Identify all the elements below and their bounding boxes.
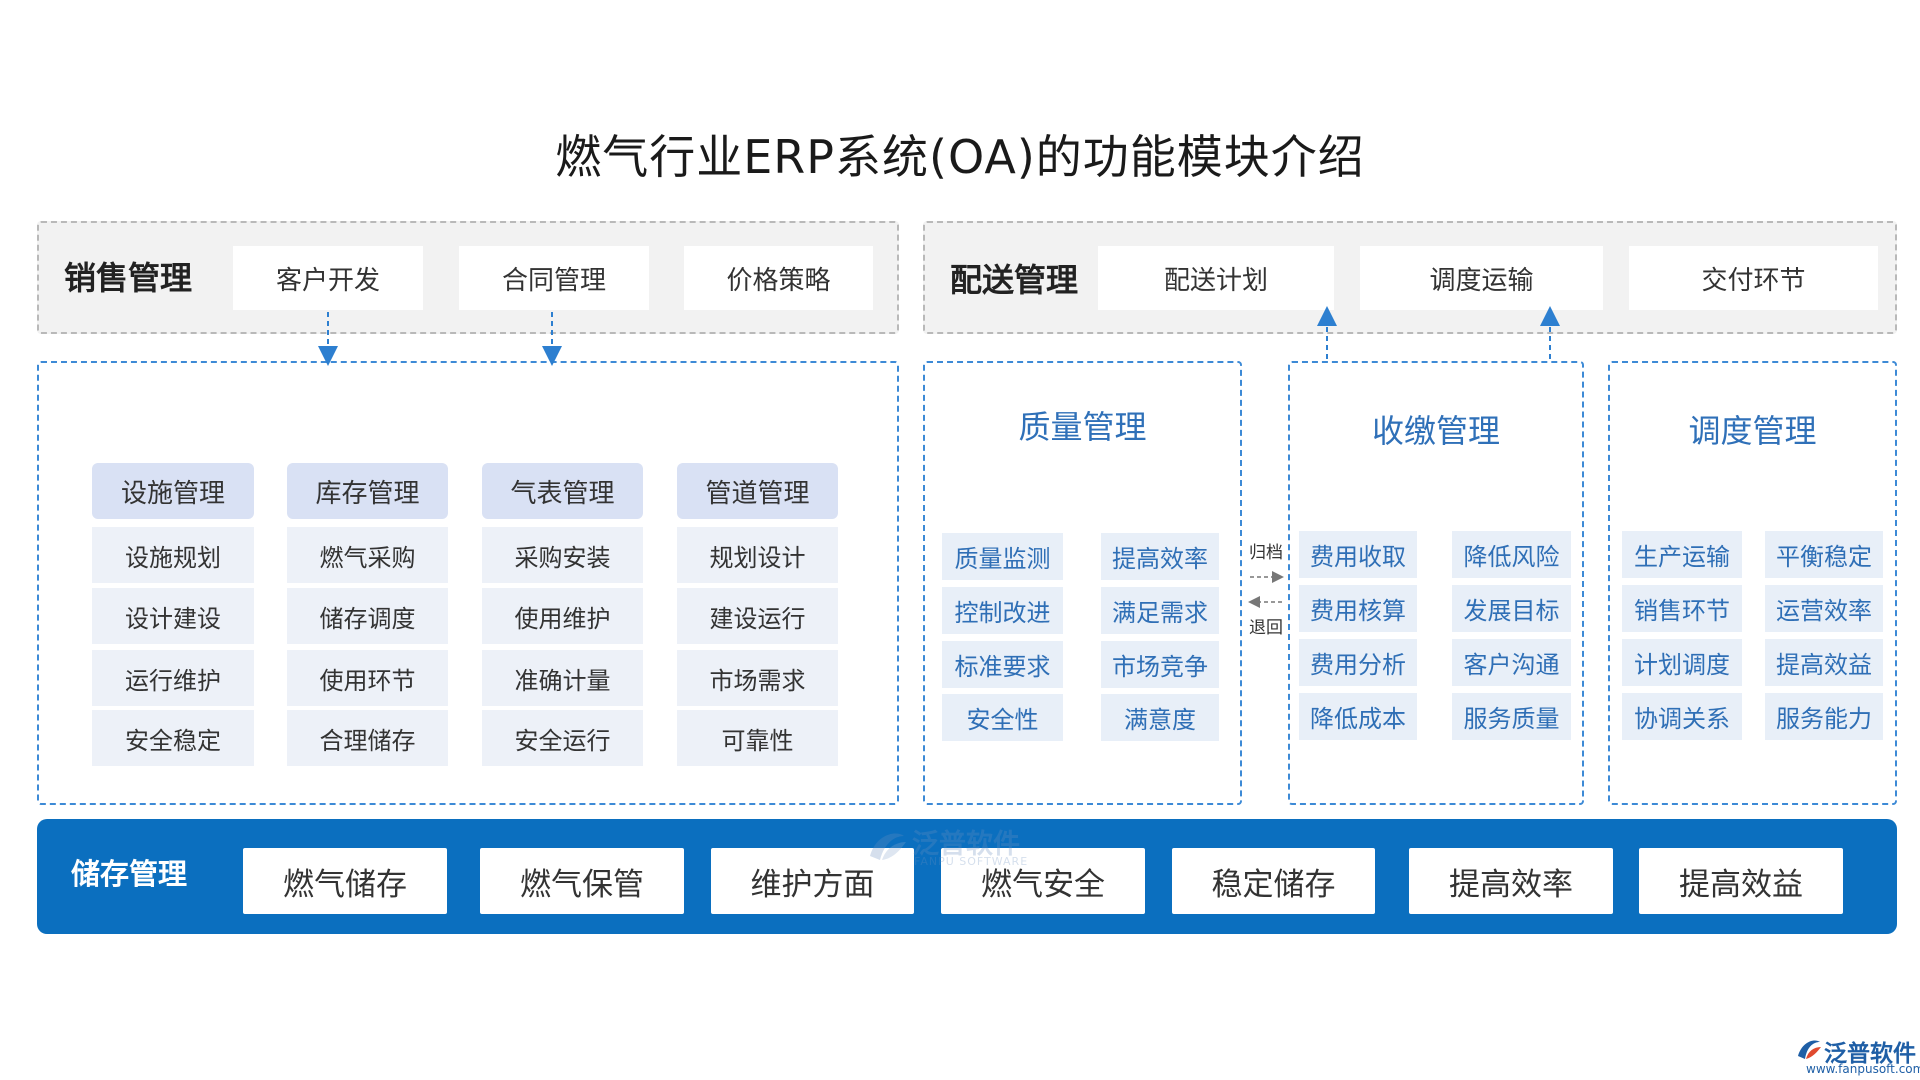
distribution-item-plan[interactable]: 配送计划 <box>1098 246 1334 310</box>
storage-item[interactable]: 维护方面 <box>711 848 914 914</box>
sales-item-pricing-strategy[interactable]: 价格策略 <box>684 246 873 310</box>
fanpu-logo-icon <box>1796 1036 1822 1062</box>
payment-title: 收缴管理 <box>1371 412 1500 450</box>
page-title: 燃气行业ERP系统(OA)的功能模块介绍 <box>555 130 1365 184</box>
payment-item[interactable]: 降低成本 <box>1299 693 1417 740</box>
storage-item[interactable]: 稳定储存 <box>1172 848 1375 914</box>
archive-label: 归档 <box>1249 542 1283 563</box>
scheduling-item[interactable]: 服务能力 <box>1765 693 1883 740</box>
inventory-item[interactable]: 燃气采购 <box>287 527 448 583</box>
gas-meter-item[interactable]: 安全运行 <box>482 710 643 766</box>
payment-item[interactable]: 费用核算 <box>1299 585 1417 632</box>
scheduling-item[interactable]: 平衡稳定 <box>1765 531 1883 578</box>
sales-item-customer-development[interactable]: 客户开发 <box>233 246 423 310</box>
column-header-inventory[interactable]: 库存管理 <box>287 463 448 519</box>
sales-item-contract-management[interactable]: 合同管理 <box>459 246 649 310</box>
payment-item[interactable]: 服务质量 <box>1452 693 1571 740</box>
logo-name: 泛普软件 <box>1824 1041 1916 1067</box>
inventory-item[interactable]: 使用环节 <box>287 650 448 706</box>
distribution-item-delivery[interactable]: 交付环节 <box>1629 246 1878 310</box>
payment-item[interactable]: 费用分析 <box>1299 639 1417 686</box>
gas-meter-item[interactable]: 采购安装 <box>482 527 643 583</box>
scheduling-item[interactable]: 计划调度 <box>1622 639 1742 686</box>
quality-item[interactable]: 安全性 <box>942 694 1063 741</box>
storage-item[interactable]: 燃气储存 <box>243 848 447 914</box>
facility-item[interactable]: 安全稳定 <box>92 710 254 766</box>
return-label: 退回 <box>1249 617 1283 638</box>
column-header-pipeline[interactable]: 管道管理 <box>677 463 838 519</box>
scheduling-item[interactable]: 提高效益 <box>1765 639 1883 686</box>
column-header-facility[interactable]: 设施管理 <box>92 463 254 519</box>
facility-item[interactable]: 运行维护 <box>92 650 254 706</box>
gas-meter-item[interactable]: 准确计量 <box>482 650 643 706</box>
quality-item[interactable]: 满足需求 <box>1101 587 1219 634</box>
facility-item[interactable]: 设施规划 <box>92 527 254 583</box>
scheduling-title: 调度管理 <box>1688 412 1817 450</box>
sales-label: 销售管理 <box>64 259 193 297</box>
quality-item[interactable]: 满意度 <box>1101 694 1219 741</box>
quality-item[interactable]: 提高效率 <box>1101 533 1219 580</box>
column-header-gas-meter[interactable]: 气表管理 <box>482 463 643 519</box>
scheduling-item[interactable]: 生产运输 <box>1622 531 1742 578</box>
storage-item[interactable]: 提高效益 <box>1639 848 1843 914</box>
storage-item[interactable]: 燃气安全 <box>941 848 1145 914</box>
quality-item[interactable]: 控制改进 <box>942 587 1063 634</box>
inventory-item[interactable]: 储存调度 <box>287 588 448 644</box>
pipeline-item[interactable]: 规划设计 <box>677 527 838 583</box>
quality-item[interactable]: 质量监测 <box>942 533 1063 580</box>
storage-item[interactable]: 提高效率 <box>1409 848 1613 914</box>
distribution-item-dispatch-transport[interactable]: 调度运输 <box>1360 246 1603 310</box>
gas-meter-item[interactable]: 使用维护 <box>482 588 643 644</box>
logo-url: www.fanpusoft.com <box>1806 1062 1920 1076</box>
storage-label: 储存管理 <box>71 857 188 891</box>
scheduling-item[interactable]: 销售环节 <box>1622 585 1742 632</box>
facility-item[interactable]: 设计建设 <box>92 588 254 644</box>
scheduling-item[interactable]: 协调关系 <box>1622 693 1742 740</box>
pipeline-item[interactable]: 建设运行 <box>677 588 838 644</box>
pipeline-item[interactable]: 市场需求 <box>677 650 838 706</box>
payment-item[interactable]: 发展目标 <box>1452 585 1571 632</box>
quality-item[interactable]: 市场竞争 <box>1101 641 1219 688</box>
payment-item[interactable]: 客户沟通 <box>1452 639 1571 686</box>
quality-item[interactable]: 标准要求 <box>942 641 1063 688</box>
distribution-label: 配送管理 <box>950 261 1079 299</box>
inventory-item[interactable]: 合理储存 <box>287 710 448 766</box>
scheduling-item[interactable]: 运营效率 <box>1765 585 1883 632</box>
pipeline-item[interactable]: 可靠性 <box>677 710 838 766</box>
payment-item[interactable]: 费用收取 <box>1299 531 1417 578</box>
quality-title: 质量管理 <box>1018 408 1147 446</box>
payment-item[interactable]: 降低风险 <box>1452 531 1571 578</box>
storage-item[interactable]: 燃气保管 <box>480 848 684 914</box>
